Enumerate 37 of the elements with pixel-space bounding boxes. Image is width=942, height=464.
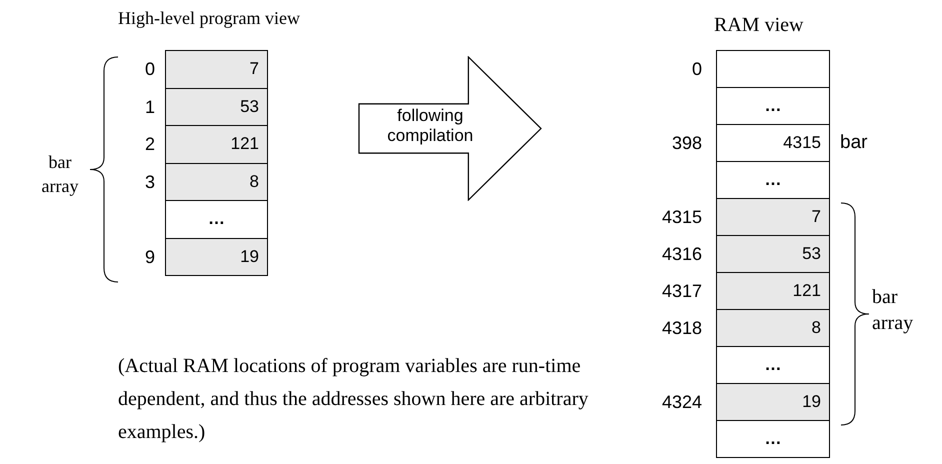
address-label: 398 [672, 132, 702, 154]
group-label: bar array [40, 151, 80, 198]
memory-cell: 19 [716, 383, 830, 421]
group-label: bar array [872, 285, 914, 336]
memory-cell: … [716, 346, 830, 384]
memory-cell: 7 [165, 50, 268, 88]
address-label: 9 [144, 246, 155, 268]
empty-memory-cell [716, 50, 830, 88]
memory-cell: 53 [716, 235, 830, 273]
memory-cell: 121 [165, 125, 268, 164]
address-label: 4324 [662, 391, 702, 413]
address-label: 3 [144, 170, 155, 193]
address-label: 4318 [662, 317, 702, 339]
memory-cell: 7 [716, 198, 830, 236]
memory-cell: 8 [165, 162, 268, 201]
address-label: 4315 [662, 206, 702, 228]
address-label: 1 [144, 96, 155, 118]
address-label: 2 [144, 133, 155, 156]
memory-cell: 4315 [716, 124, 830, 162]
memory-cell: … [716, 87, 830, 125]
memory-cell: 121 [716, 272, 830, 310]
address-label: 4316 [662, 243, 702, 265]
memory-cell: … [165, 200, 268, 238]
memory-cell: 53 [165, 88, 268, 126]
address-label: 4317 [662, 280, 702, 302]
memory-cell: … [716, 420, 830, 458]
variable-label: bar [840, 132, 868, 154]
block-arrow [358, 56, 542, 201]
arrow-label: following compilation [386, 106, 474, 146]
heading: High-level program view [118, 8, 300, 29]
heading: RAM view [714, 14, 804, 37]
memory-cell: … [716, 161, 830, 199]
memory-cell: 8 [716, 309, 830, 347]
address-label: 0 [692, 58, 702, 80]
address-label: 0 [144, 58, 155, 80]
note-text: (Actual RAM locations of program variables are run-time dependent, and thus the addresses shown here are arbitrary examples.) [118, 354, 590, 445]
memory-cell: 19 [165, 238, 268, 276]
